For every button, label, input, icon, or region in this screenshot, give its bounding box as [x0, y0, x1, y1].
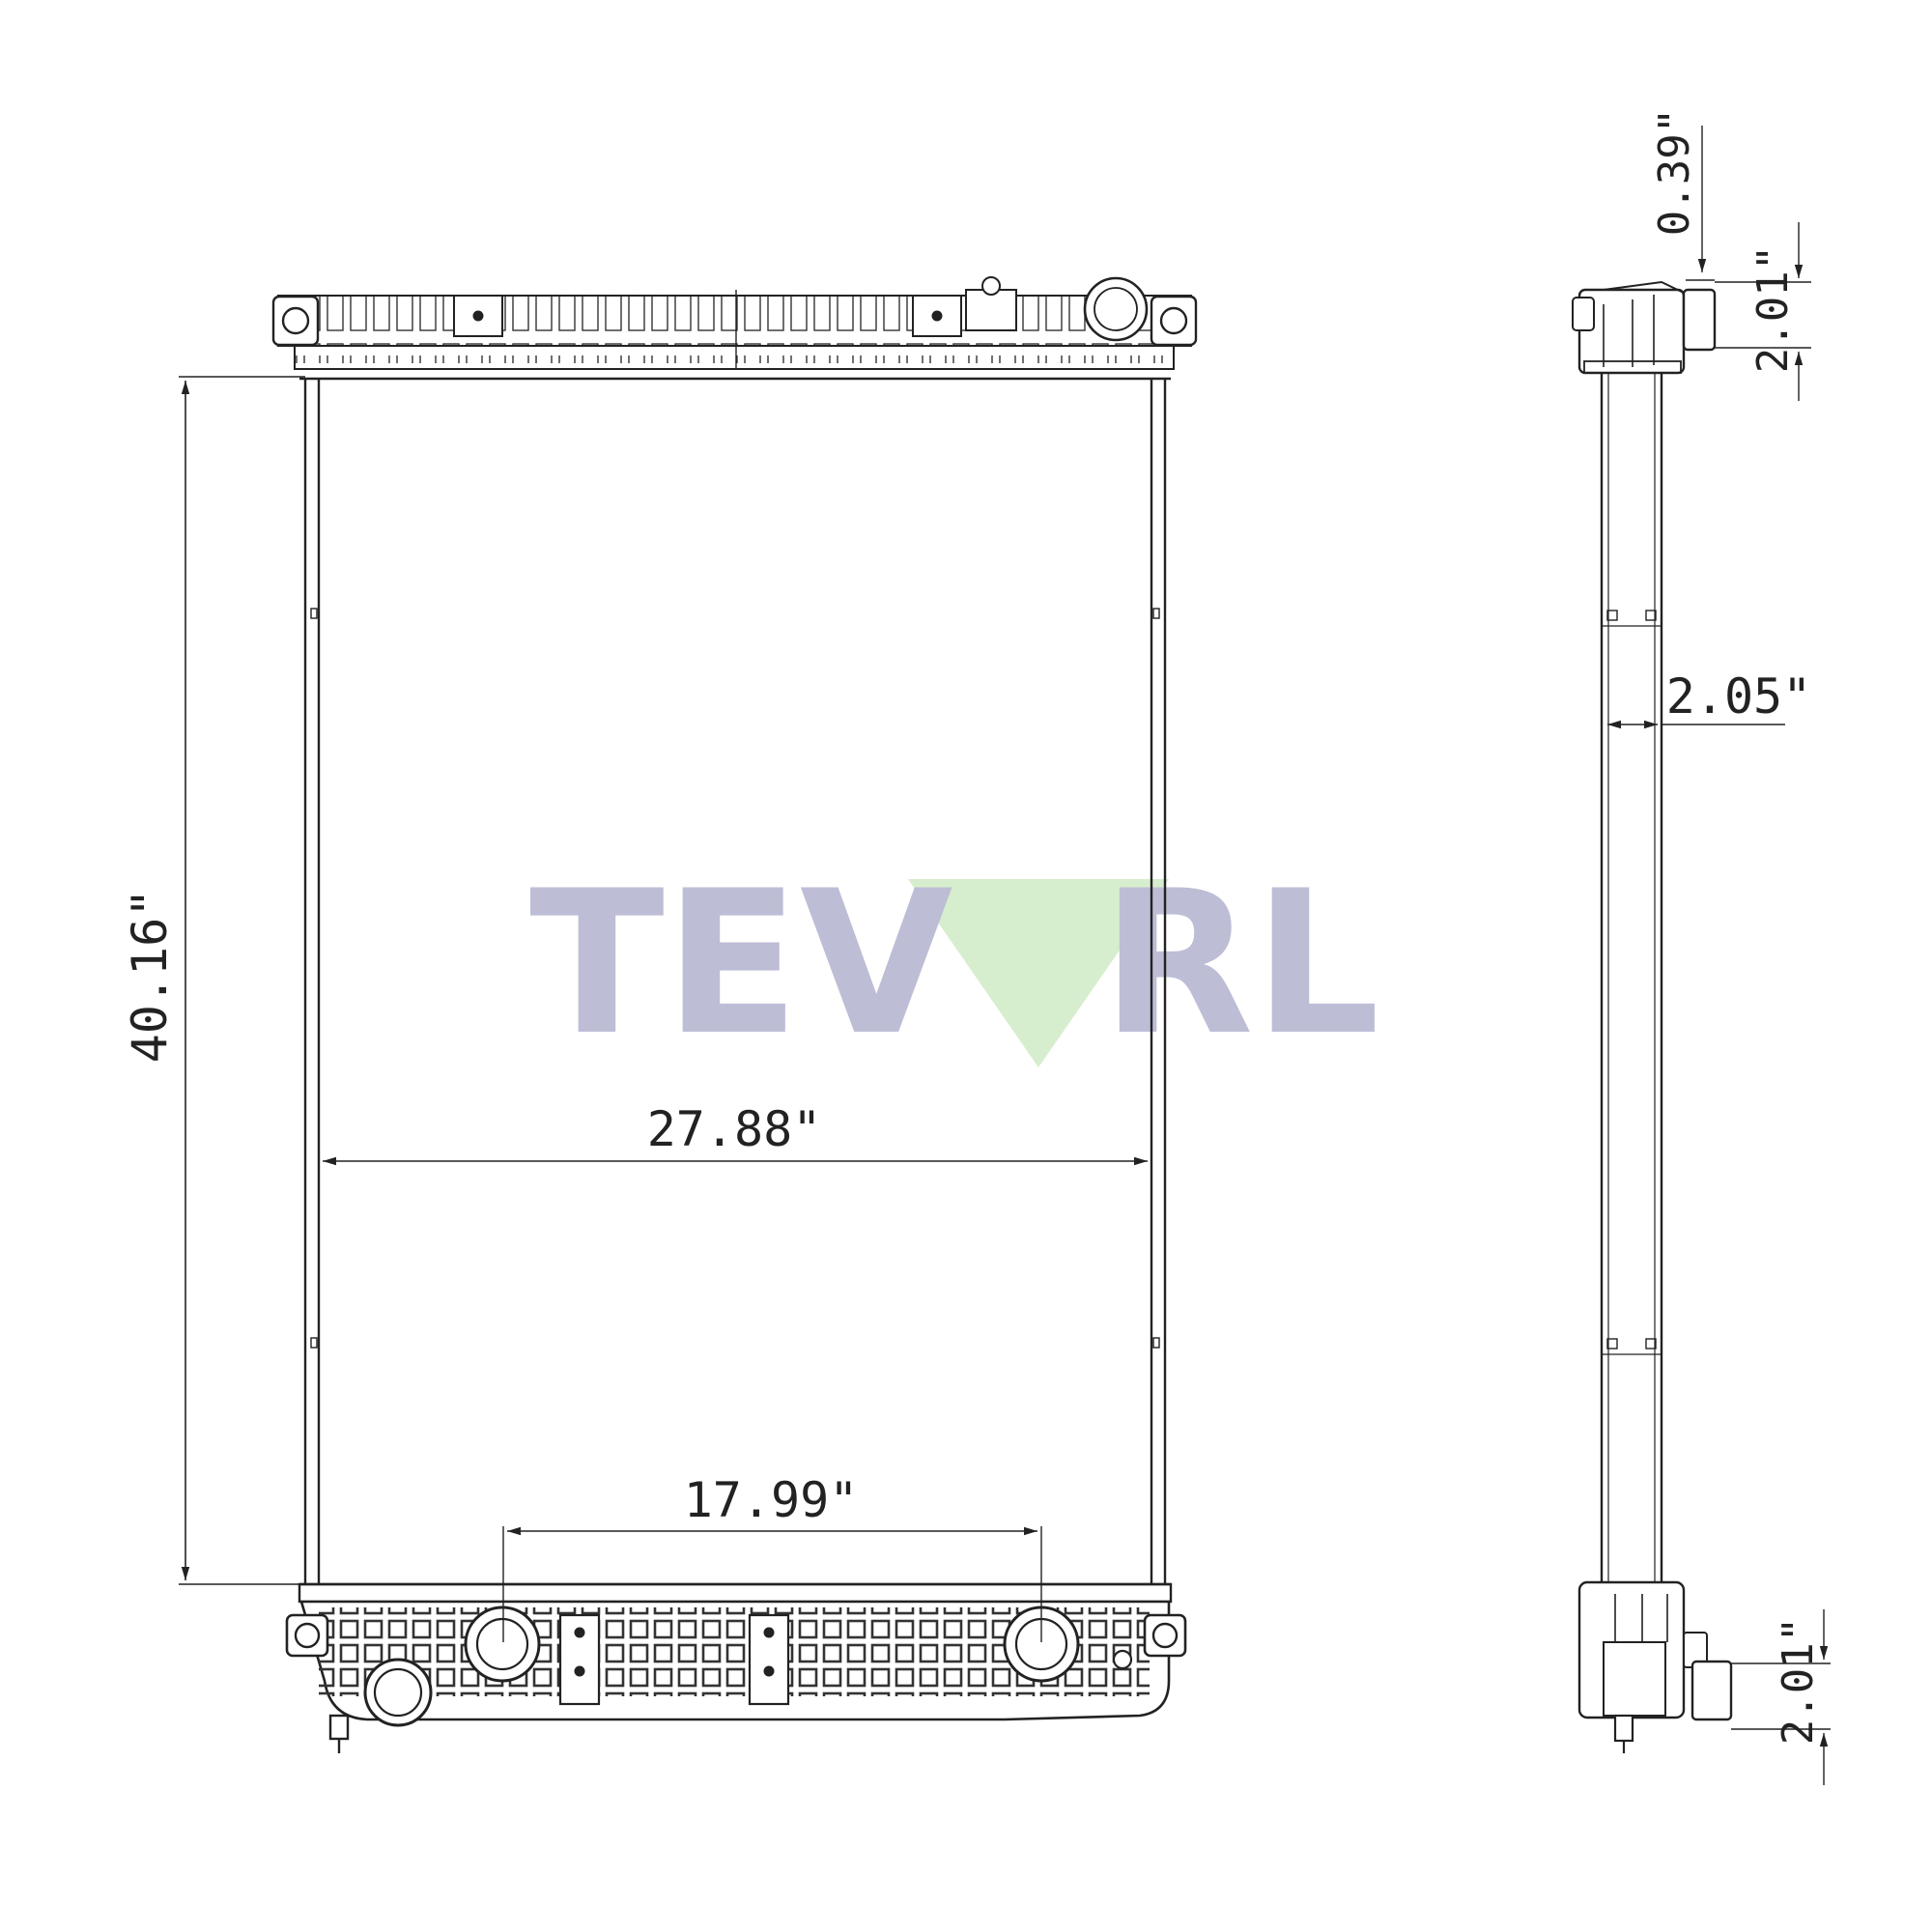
- bottom-port-label: 2.01": [1774, 1617, 1823, 1745]
- side-view: [1572, 126, 1831, 1785]
- dim-top-port: [1715, 222, 1811, 401]
- side-bottom-tank: [1577, 1580, 1733, 1753]
- dim-bottom-port: [1731, 1609, 1831, 1785]
- front-view: [179, 276, 1198, 1753]
- watermark-mark: [908, 879, 1169, 1067]
- side-core: [1600, 373, 1663, 1584]
- dim-height: [179, 376, 305, 1585]
- dim-top-offset: [1686, 126, 1715, 281]
- width-label: 27.88": [647, 1101, 822, 1157]
- core-depth-label: 2.05": [1666, 668, 1812, 724]
- watermark-text-right: RL: [1101, 849, 1379, 1079]
- height-label: 40.16": [122, 889, 178, 1064]
- top-port-label: 2.01": [1748, 245, 1798, 373]
- watermark: TEV RL: [529, 849, 1379, 1079]
- port-spacing-label: 17.99": [684, 1472, 859, 1528]
- dim-port-spacing: [502, 1526, 1042, 1642]
- side-top-tank: [1572, 280, 1717, 375]
- bottom-tank: [285, 1582, 1187, 1753]
- watermark-text-left: TEV: [529, 849, 953, 1079]
- top-offset-label: 0.39": [1650, 108, 1699, 236]
- top-tank: [271, 276, 1198, 370]
